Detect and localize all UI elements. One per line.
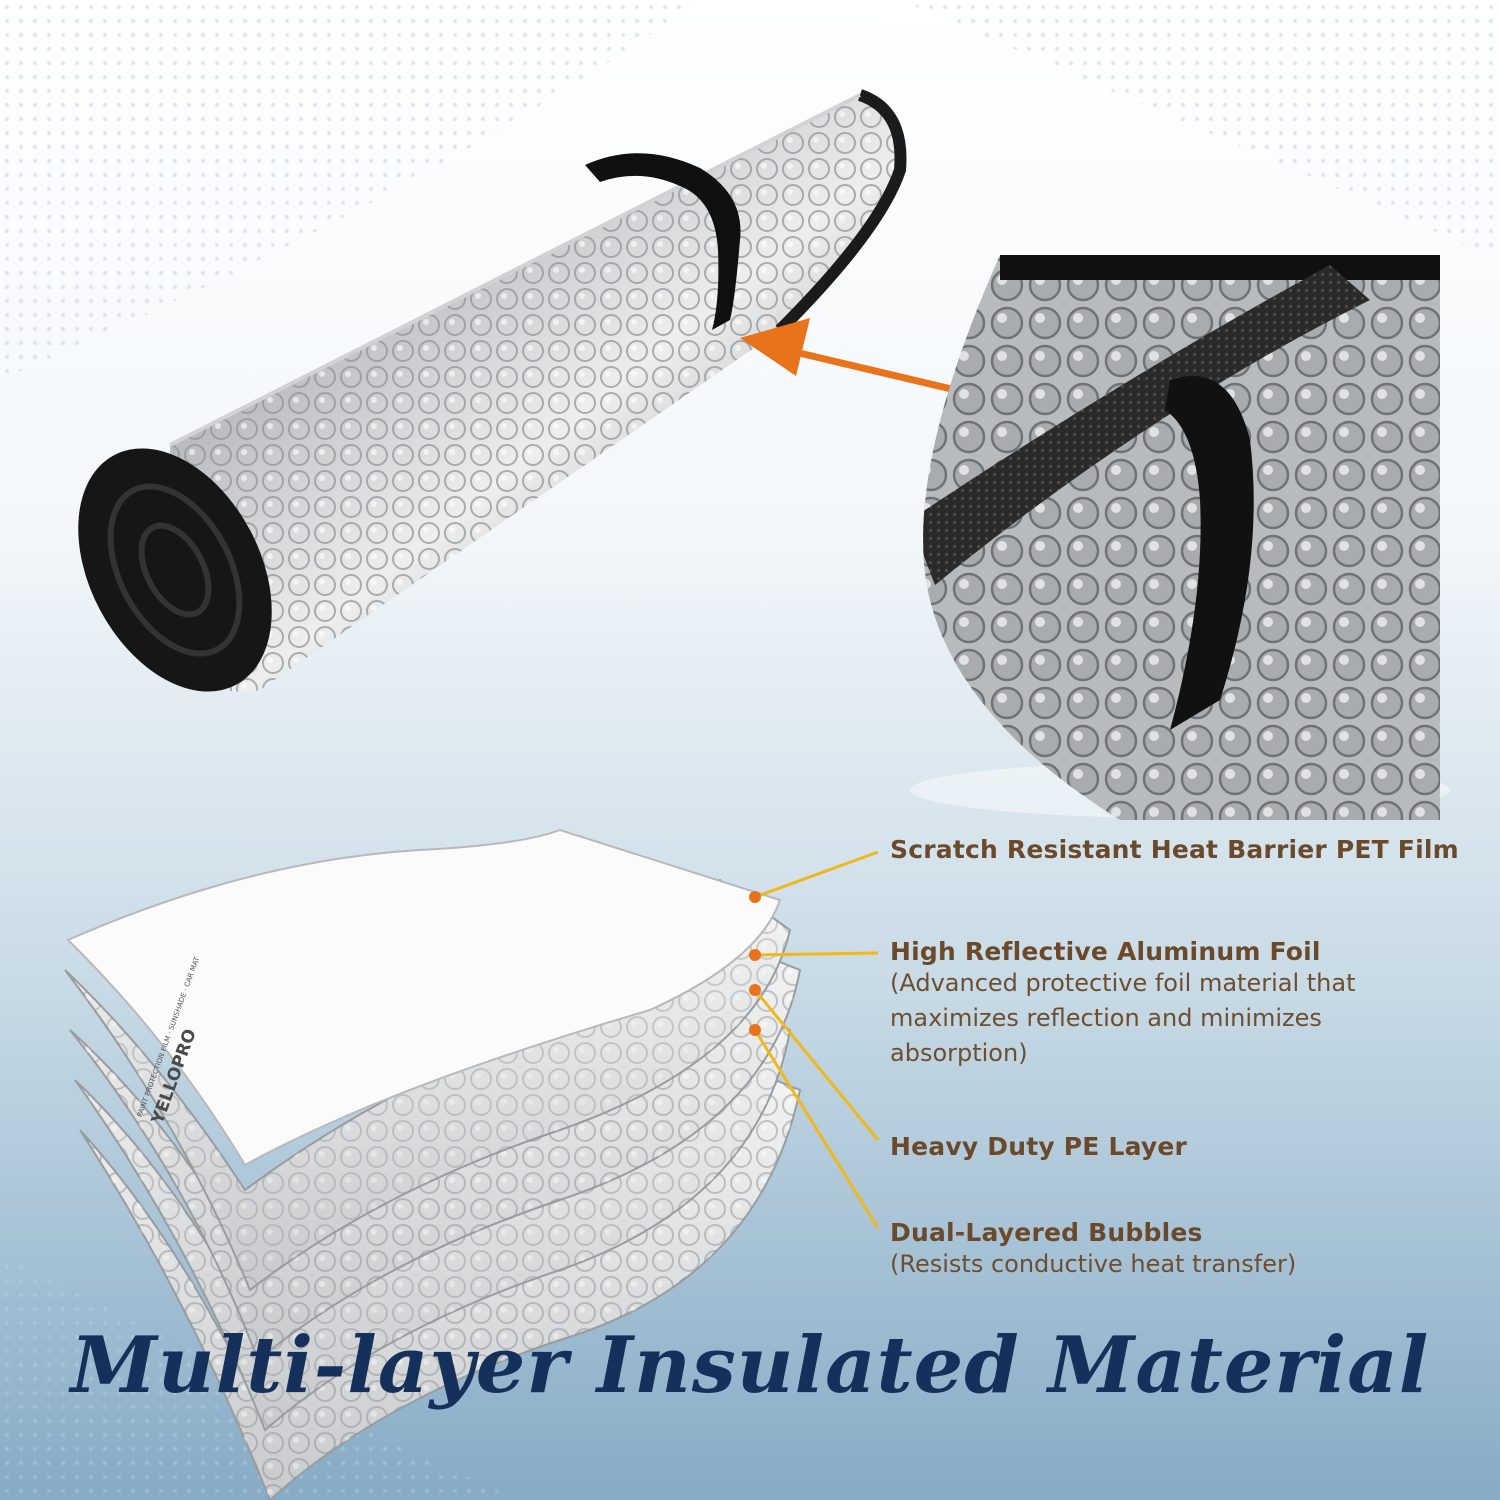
callout-lines [749, 850, 880, 1229]
dot-texture [0, 0, 700, 380]
callout-dot-icon [749, 984, 761, 996]
callout-description: (Resists conductive heat transfer) [890, 1250, 1297, 1278]
callout-dot-icon [749, 949, 761, 961]
callout-description: (Advanced protective foil material that … [890, 969, 1356, 1067]
headline: Multi-layer Insulated Material [70, 1320, 1430, 1411]
callout-aluminum-foil: High Reflective Aluminum Foil (Advanced … [890, 937, 1410, 1071]
roll-end [78, 448, 272, 692]
callout-title: Heavy Duty PE Layer [890, 1132, 1188, 1161]
callout-dual-bubbles: Dual-Layered Bubbles (Resists conductive… [890, 1218, 1296, 1282]
callout-title: Dual-Layered Bubbles [890, 1218, 1203, 1247]
dot-texture [0, 1250, 520, 1500]
callout-title: Scratch Resistant Heat Barrier PET Film [890, 835, 1459, 864]
callout-pet-film: Scratch Resistant Heat Barrier PET Film [890, 835, 1459, 864]
rolled-sunshade [78, 89, 907, 692]
material-layers: YELLOPRO PAINT PROTECTION FILM · SUNSHAD… [64, 828, 802, 1500]
zoom-detail [910, 255, 1450, 820]
callout-pe-layer: Heavy Duty PE Layer [890, 1132, 1187, 1161]
callout-dot-icon [749, 1024, 761, 1036]
callout-dot-icon [749, 891, 761, 903]
layer-pet-film [66, 828, 782, 1167]
callout-title: High Reflective Aluminum Foil [890, 937, 1321, 966]
velcro-webbing [923, 265, 1370, 585]
velcro-tab [1165, 376, 1254, 730]
velcro-strap [585, 153, 741, 330]
dot-texture [900, 0, 1500, 260]
